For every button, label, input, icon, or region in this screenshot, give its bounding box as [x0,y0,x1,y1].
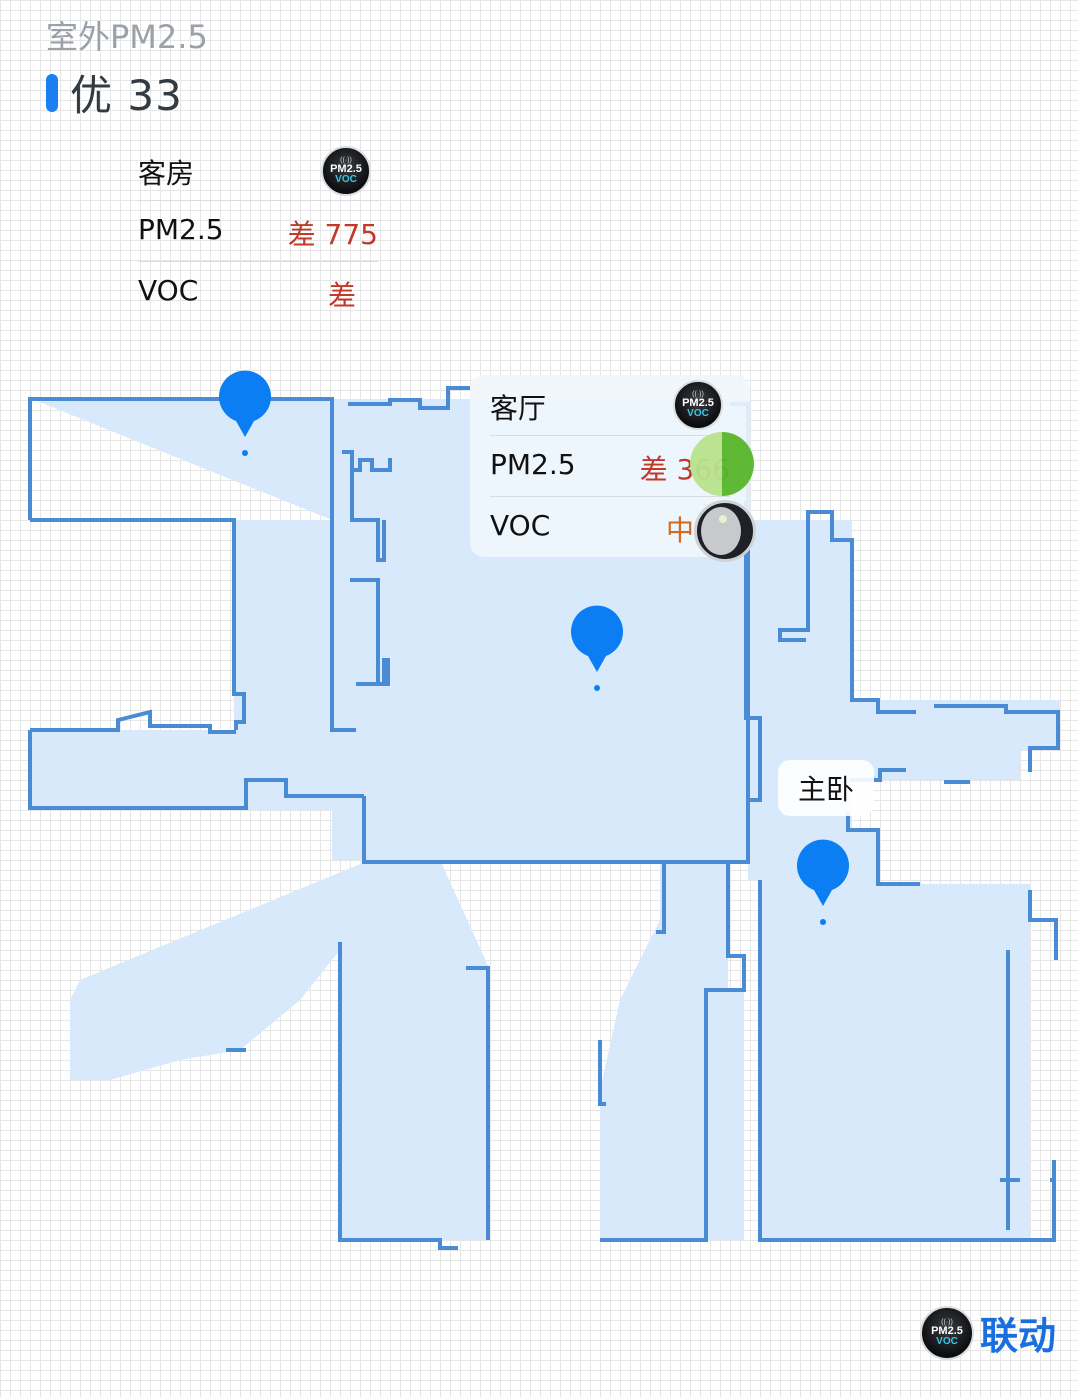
map-pin-living[interactable] [571,605,623,691]
voc-row: VOC 中 [490,497,730,557]
room-name: 客房 [138,157,195,190]
outdoor-pm-label: 室外PM2.5 [46,18,208,56]
voc-row: VOC 差 [138,262,378,322]
night-mode-button[interactable] [694,500,756,562]
room-card-guest[interactable]: 客房 PM2.5 差 775 VOC 差 [138,140,378,322]
sensor-pm-text: PM2.5 [330,163,362,175]
status-dot-icon [690,432,754,496]
sensor-pm-text: PM2.5 [682,397,714,409]
link-button[interactable]: ((·)) PM2.5 VOC 联动 [920,1305,1056,1360]
wifi-icon: ((·)) [340,157,352,164]
pm-sensor-icon[interactable]: ((·)) PM2.5 VOC [673,380,723,430]
pm-value: 差 775 [287,218,378,251]
voc-label: VOC [490,509,551,542]
room-label-master[interactable]: 主卧 [778,760,875,816]
pm-sensor-icon[interactable]: ((·)) PM2.5 VOC [321,146,371,196]
outdoor-pm-row: 优 33 [46,62,183,123]
pm-label: PM2.5 [490,448,576,481]
sensor-pm-text: PM2.5 [931,1324,963,1337]
outdoor-pm-value: 优 33 [70,71,183,120]
pm-sensor-icon: ((·)) PM2.5 VOC [920,1305,974,1360]
sensor-voc-text: VOC [936,1335,958,1347]
room-card-header: 客房 [138,140,378,201]
voc-value: 差 [327,279,356,312]
wifi-icon: ((·)) [692,391,704,398]
voc-label: VOC [138,274,199,307]
walls [28,386,1060,1250]
sensor-voc-text: VOC [687,408,709,419]
map-pin-master[interactable] [797,839,849,925]
map-pin-guest[interactable] [219,370,271,456]
sensor-voc-text: VOC [335,174,357,185]
pm-label: PM2.5 [138,213,224,246]
room-card-header: 客厅 [490,375,730,436]
pm-row: PM2.5 差 775 [138,201,378,262]
wifi-icon: ((·)) [941,1318,953,1326]
room-name: 客厅 [490,392,547,425]
link-label: 联动 [980,1314,1057,1358]
outdoor-pm-indicator [46,73,58,112]
voc-value: 中 [665,514,694,547]
